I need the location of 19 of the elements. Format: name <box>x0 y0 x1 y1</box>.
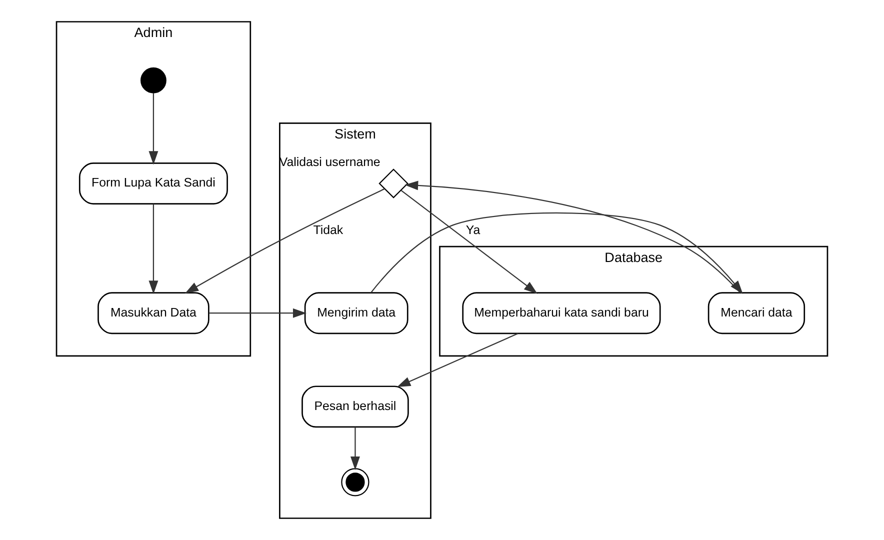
node-box: Pesan berhasil <box>302 386 409 428</box>
node-box: Memperbaharui kata sandi baru <box>462 292 661 334</box>
arrow <box>148 204 158 294</box>
arrow <box>396 333 518 388</box>
edge-label: Ya <box>466 222 480 237</box>
node-box: Masukkan Data <box>98 292 210 334</box>
arrow <box>208 308 306 318</box>
node-box: Mengirim data <box>304 292 408 334</box>
edge-label: Tidak <box>313 222 344 237</box>
arrow <box>148 93 158 165</box>
node-box: Mencari data <box>708 292 806 334</box>
arrow <box>400 190 538 294</box>
node-circle <box>140 67 166 94</box>
arrow <box>404 180 741 294</box>
arrow <box>184 188 385 294</box>
arrow <box>350 427 360 470</box>
node-diamond <box>378 168 408 198</box>
node-circle <box>341 468 370 496</box>
node-box: Form Lupa Kata Sandi <box>78 162 228 204</box>
